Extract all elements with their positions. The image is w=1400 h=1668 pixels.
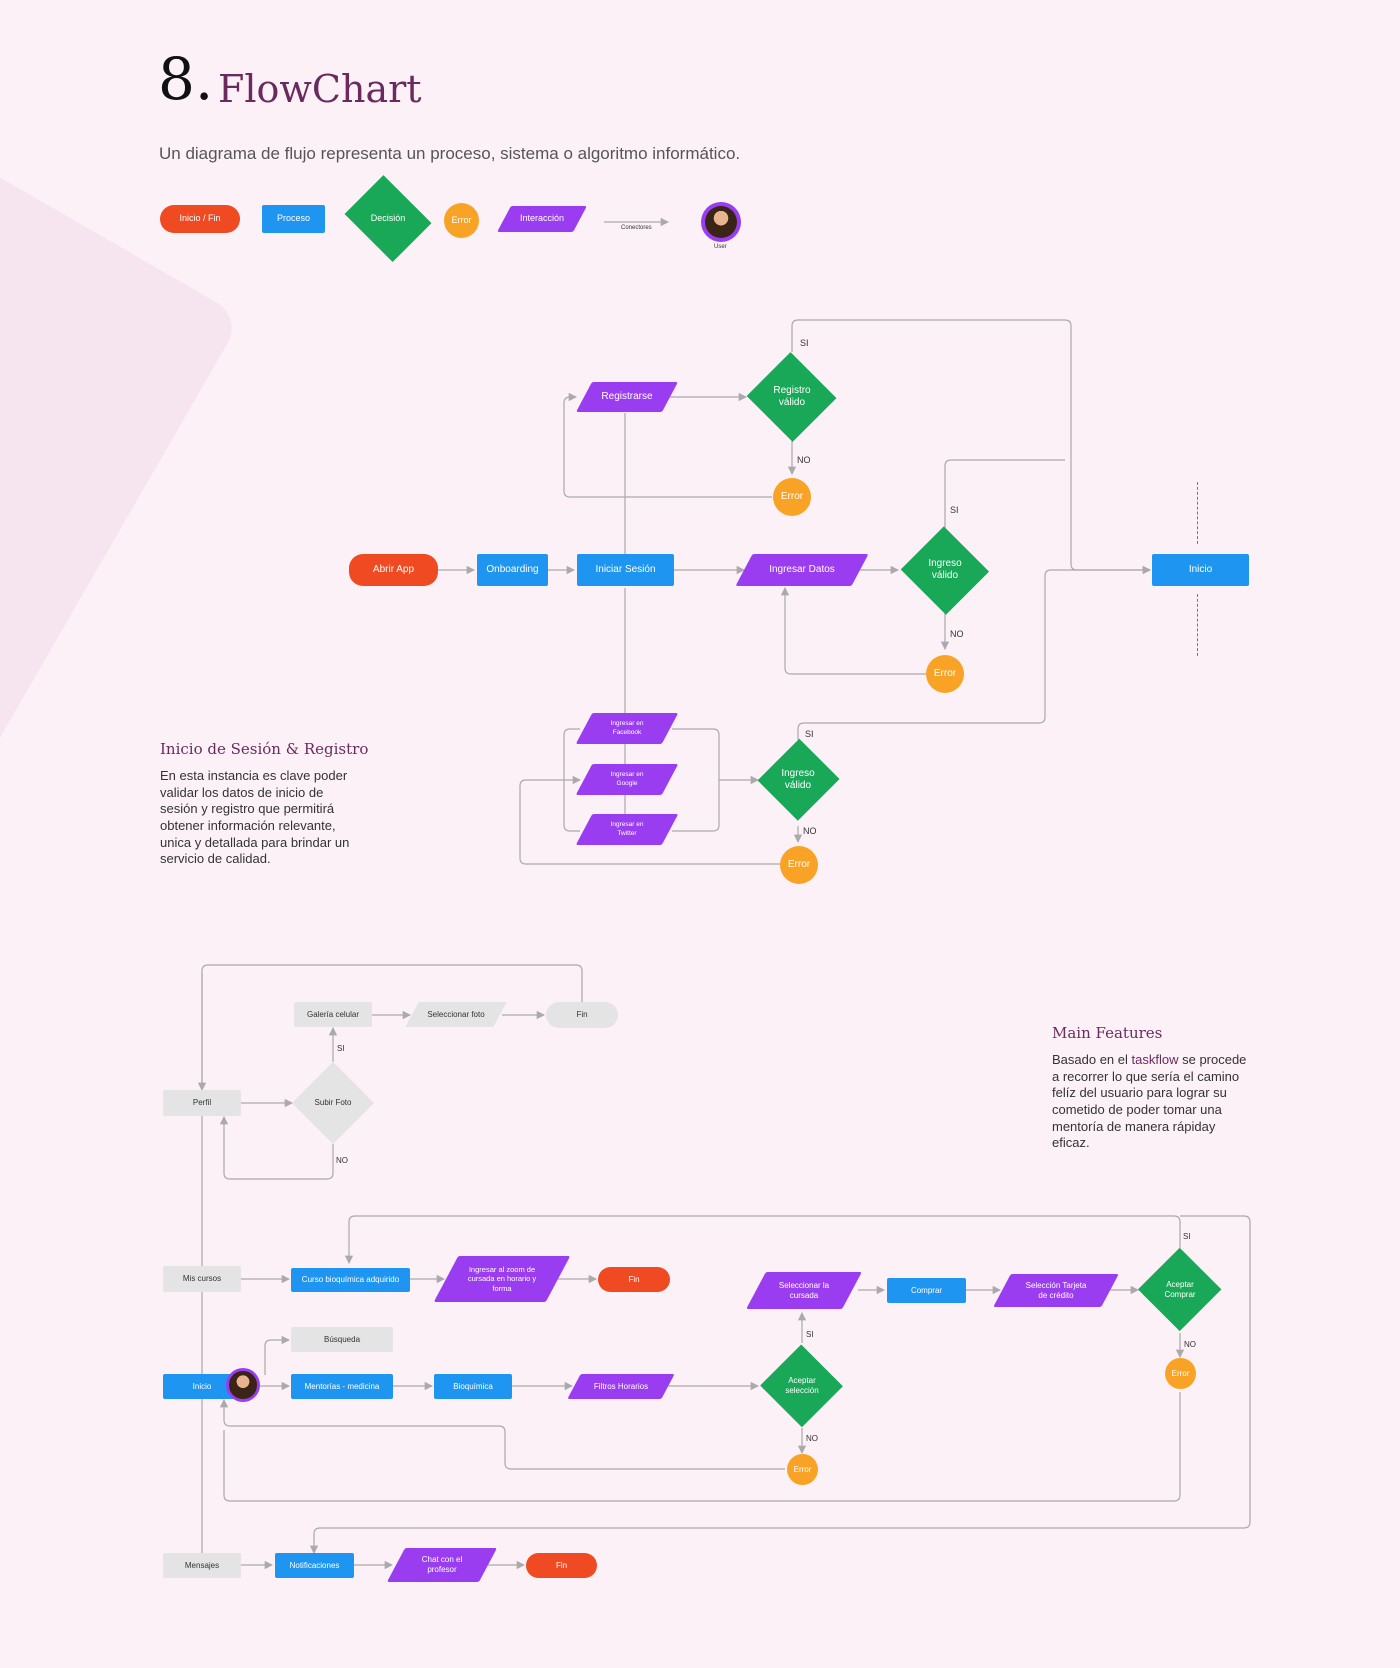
- node-error-1: Error: [773, 478, 811, 516]
- features-section-heading: Main Features: [1052, 1024, 1163, 1042]
- label-no: NO: [336, 1156, 348, 1165]
- label-no: NO: [797, 455, 811, 465]
- node-iniciar-sesion: Iniciar Sesión: [577, 554, 674, 586]
- node-aceptar-comprar: Aceptar Comprar: [1138, 1248, 1222, 1332]
- node-notificaciones: Notificaciones: [275, 1553, 354, 1578]
- section-number: 8.: [158, 45, 214, 113]
- line-error2-loop: [780, 586, 926, 675]
- dashed-marker: [1197, 594, 1198, 656]
- node-onboarding: Onboarding: [477, 554, 548, 586]
- node-comprar: Comprar: [887, 1278, 966, 1303]
- node-mentorias: Mentorías - medicina: [291, 1374, 393, 1399]
- line-errora-loop: [219, 1398, 785, 1470]
- line-error3-loop: [519, 775, 780, 865]
- label-no: NO: [1184, 1340, 1196, 1349]
- node-inicio: Inicio: [1152, 554, 1249, 586]
- label-si: SI: [806, 1330, 814, 1339]
- node-fin-foto: Fin: [546, 1002, 618, 1028]
- node-error-2: Error: [926, 655, 964, 693]
- label-no: NO: [803, 826, 817, 836]
- line-aceptarcomprar-notificaciones: [309, 1215, 1251, 1555]
- user-avatar-icon: [226, 1368, 260, 1402]
- node-seleccion-tarjeta: Selección Tarjeta de crédito: [1002, 1274, 1110, 1307]
- node-subir-foto: Subir Foto: [292, 1062, 374, 1144]
- line-perfil-top-loop: [201, 964, 583, 1090]
- node-ingresar-google: Ingresar en Google: [584, 764, 670, 795]
- node-error-compra: Error: [1165, 1358, 1196, 1389]
- node-error-seleccion: Error: [787, 1454, 818, 1485]
- node-ingreso-valido-1: Ingreso válido: [900, 527, 990, 613]
- legend-process: Proceso: [262, 205, 325, 233]
- taskflow-link[interactable]: taskflow: [1131, 1052, 1179, 1067]
- features-section-description: Basado en el taskflow se procede a recor…: [1052, 1052, 1247, 1151]
- label-no: NO: [806, 1434, 818, 1443]
- node-ingresar-datos: Ingresar Datos: [744, 554, 860, 586]
- node-perfil: Perfil: [163, 1090, 241, 1116]
- node-chat-profesor: Chat con el profesor: [396, 1548, 488, 1582]
- label-si: SI: [800, 338, 809, 348]
- node-ingreso-valido-2: Ingreso válido: [758, 738, 838, 822]
- node-fin-chat: Fin: [526, 1553, 597, 1578]
- page-title: FlowChart: [218, 67, 422, 111]
- node-registrarse: Registrarse: [584, 382, 670, 412]
- line-error1-loop: [563, 392, 772, 498]
- legend-user-label: User: [714, 244, 727, 250]
- node-ingresar-zoom: Ingresar al zoom de cursada en horario y…: [446, 1256, 558, 1302]
- node-abrir-app: Abrir App: [349, 554, 438, 586]
- node-busqueda: Búsqueda: [291, 1327, 393, 1352]
- line-aceptarcomprar-si: [344, 1215, 1181, 1265]
- login-section-description: En esta instancia es clave poder validar…: [160, 768, 350, 867]
- legend-error: Error: [444, 203, 479, 238]
- legend-terminal: Inicio / Fin: [160, 205, 240, 233]
- node-seleccionar-cursada: Seleccionar la cursada: [756, 1272, 852, 1309]
- legend-interaction: Interacción: [504, 206, 580, 232]
- node-fin-zoom: Fin: [598, 1267, 670, 1292]
- page-subtitle: Un diagrama de flujo representa un proce…: [159, 144, 741, 163]
- node-galeria-celular: Galería celular: [294, 1002, 372, 1027]
- node-registro-valido: Registro válido: [746, 353, 838, 441]
- line-subir-no: [219, 1115, 334, 1180]
- node-ingresar-twitter: Ingresar en Twitter: [584, 814, 670, 845]
- node-ingresar-facebook: Ingresar en Facebook: [584, 713, 670, 744]
- user-avatar-icon: [701, 202, 741, 242]
- label-si: SI: [805, 729, 814, 739]
- line-social-group-right: [672, 728, 720, 832]
- legend-decision: Decisión: [340, 180, 436, 258]
- node-aceptar-seleccion: Aceptar selección: [760, 1345, 844, 1427]
- node-error-3: Error: [780, 846, 818, 884]
- label-si: SI: [337, 1044, 345, 1053]
- legend-connectors-label: Conectores: [621, 225, 652, 231]
- node-mensajes: Mensajes: [163, 1553, 241, 1578]
- line-registro-si: [791, 319, 1152, 575]
- login-section-heading: Inicio de Sesión & Registro: [160, 740, 369, 758]
- line-inicio-busqueda: [264, 1335, 291, 1375]
- node-mis-cursos: Mis cursos: [163, 1266, 241, 1292]
- node-seleccionar-foto: Seleccionar foto: [412, 1002, 500, 1027]
- label-si: SI: [950, 505, 959, 515]
- line-errorb-loop: [223, 1392, 1181, 1502]
- node-bioquimica: Bioquímica: [434, 1374, 512, 1399]
- dashed-marker: [1197, 482, 1198, 544]
- node-curso-bioquimica: Curso bioquímica adquirido: [291, 1268, 410, 1292]
- node-filtros-horarios: Filtros Horarios: [574, 1374, 668, 1399]
- label-no: NO: [950, 629, 964, 639]
- line-ingreso2-si: [797, 565, 1152, 740]
- label-si: SI: [1183, 1232, 1191, 1241]
- line-ingreso1-si: [944, 459, 1065, 528]
